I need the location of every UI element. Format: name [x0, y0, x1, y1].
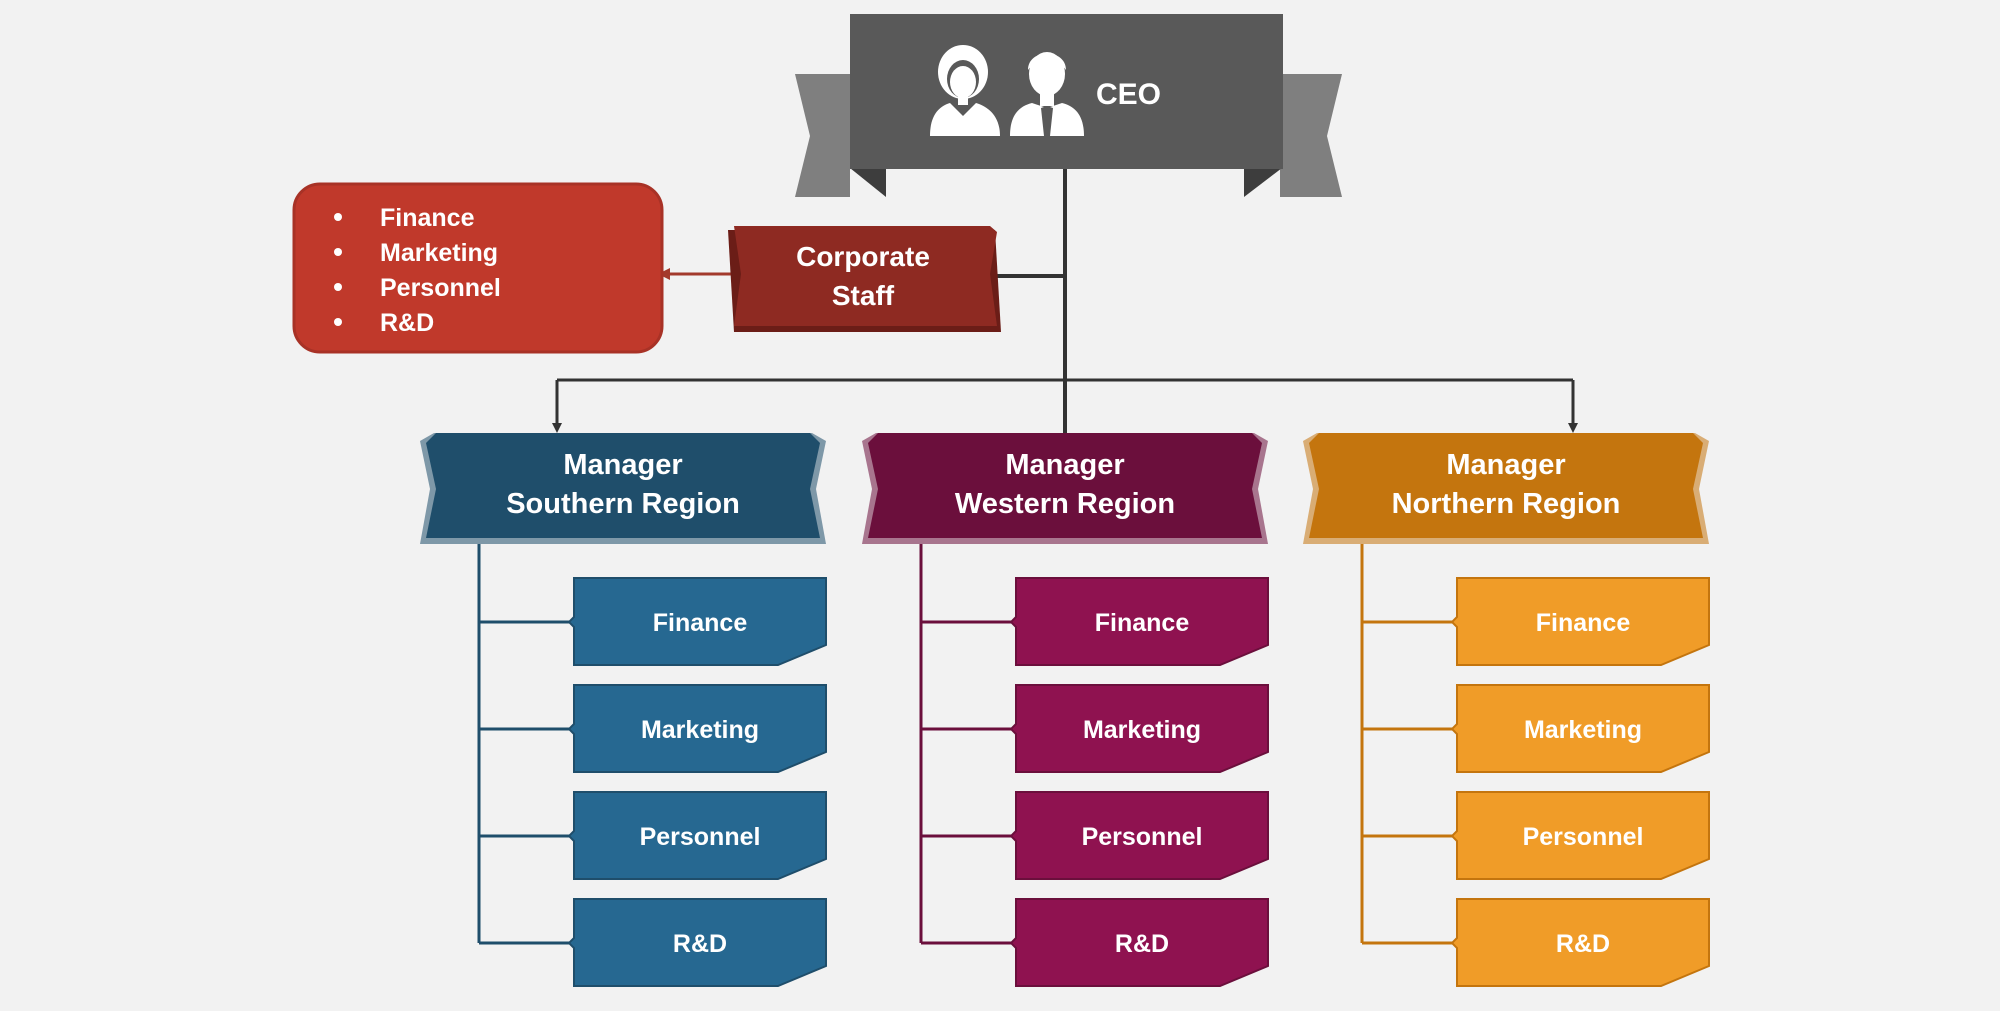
- manager-banner-box: [426, 433, 820, 538]
- department-box[interactable]: R&D: [1450, 898, 1710, 987]
- department-box-shape: [567, 791, 827, 880]
- department-box-shape: [1009, 577, 1269, 666]
- staff-title-line2: Staff: [832, 280, 895, 311]
- staff-title-line1: Corporate: [796, 241, 930, 272]
- manager-title-line1: Manager: [1005, 449, 1124, 481]
- female-person-icon: [930, 45, 1000, 136]
- department-label: R&D: [673, 930, 727, 958]
- department-box-shape: [1450, 577, 1710, 666]
- ceo-ribbon-right: [1280, 74, 1342, 197]
- department-box-shape: [1450, 791, 1710, 880]
- department-box-shape: [567, 577, 827, 666]
- ceo-fold-right: [1244, 168, 1282, 197]
- staff-bullet: [334, 283, 342, 291]
- department-label: Marketing: [1083, 716, 1201, 744]
- manager-title-line2: Southern Region: [506, 488, 740, 520]
- staff-list-box: [292, 182, 664, 354]
- ceo-box: [850, 14, 1283, 169]
- department-box[interactable]: Finance: [1009, 577, 1269, 666]
- staff-list-item: Marketing: [380, 239, 498, 267]
- department-label: R&D: [1556, 930, 1610, 958]
- department-box[interactable]: Personnel: [567, 791, 827, 880]
- department-label: Marketing: [641, 716, 759, 744]
- manager-title-line2: Western Region: [955, 488, 1175, 520]
- ceo-connectors: [552, 168, 1578, 433]
- manager-banner-box: [1309, 433, 1703, 538]
- department-box-shape: [1450, 898, 1710, 987]
- department-label: Finance: [653, 609, 748, 637]
- male-person-icon: [1010, 52, 1084, 136]
- department-label: Personnel: [1082, 823, 1203, 851]
- department-box[interactable]: R&D: [1009, 898, 1269, 987]
- department-box[interactable]: Finance: [567, 577, 827, 666]
- department-box[interactable]: Finance: [1450, 577, 1710, 666]
- staff-list-item: R&D: [380, 309, 434, 337]
- department-box-shape: [567, 898, 827, 987]
- department-box[interactable]: Marketing: [1450, 684, 1710, 773]
- manager-banner-box: [868, 433, 1262, 538]
- manager-title-line2: Northern Region: [1392, 488, 1621, 520]
- department-box[interactable]: R&D: [567, 898, 827, 987]
- department-box-shape: [1009, 898, 1269, 987]
- department-label: Marketing: [1524, 716, 1642, 744]
- staff-bullet: [334, 318, 342, 326]
- department-box-shape: [567, 684, 827, 773]
- department-box[interactable]: Personnel: [1009, 791, 1269, 880]
- staff-banner-box: [734, 226, 997, 326]
- department-box-shape: [1450, 684, 1710, 773]
- staff-list-item: Finance: [380, 204, 475, 232]
- department-label: Personnel: [640, 823, 761, 851]
- department-label: Finance: [1095, 609, 1190, 637]
- department-box[interactable]: Marketing: [1009, 684, 1269, 773]
- department-label: Finance: [1536, 609, 1631, 637]
- ceo-banner[interactable]: CEO: [795, 14, 1342, 197]
- department-box-shape: [1009, 684, 1269, 773]
- department-label: R&D: [1115, 930, 1169, 958]
- ceo-fold-left: [850, 168, 886, 197]
- ceo-label: CEO: [1096, 78, 1161, 111]
- staff-list-item: Personnel: [380, 274, 501, 302]
- department-box[interactable]: Marketing: [567, 684, 827, 773]
- manager-title-line1: Manager: [1446, 449, 1565, 481]
- department-box[interactable]: Personnel: [1450, 791, 1710, 880]
- staff-bullet: [334, 248, 342, 256]
- corporate-staff-banner[interactable]: Corporate Staff: [728, 226, 1001, 332]
- department-label: Personnel: [1523, 823, 1644, 851]
- staff-bullet: [334, 213, 342, 221]
- ceo-ribbon-left: [795, 74, 850, 197]
- department-box-shape: [1009, 791, 1269, 880]
- manager-title-line1: Manager: [563, 449, 682, 481]
